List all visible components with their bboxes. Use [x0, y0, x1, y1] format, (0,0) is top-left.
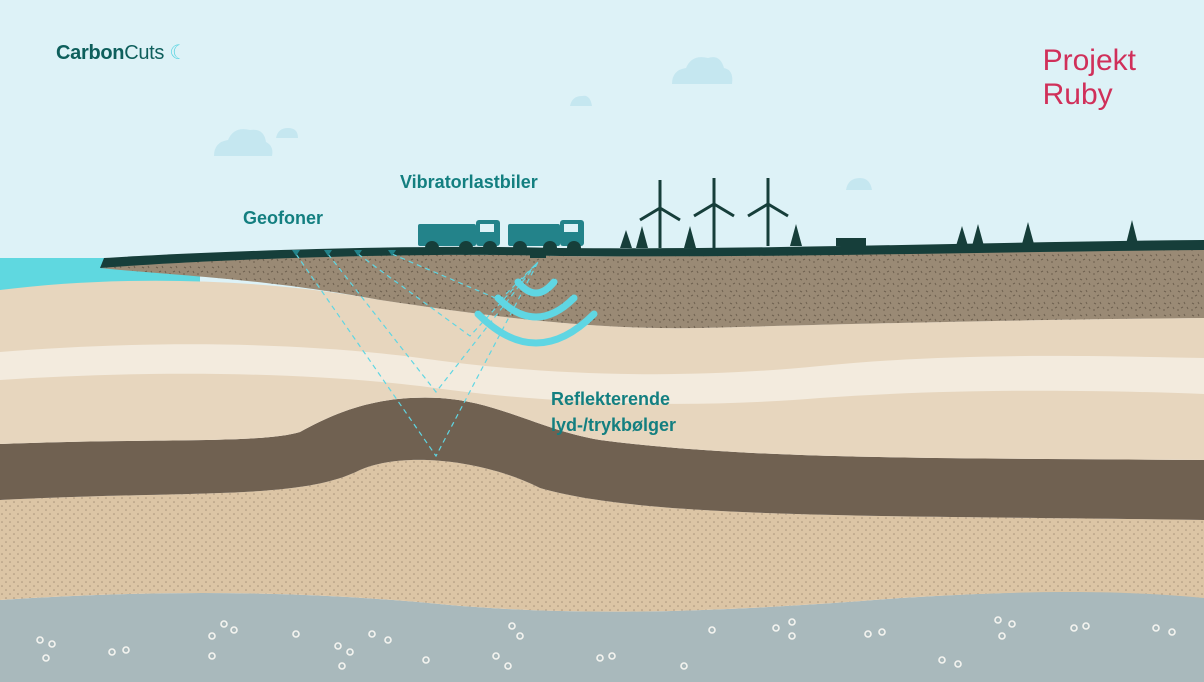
trees [620, 220, 1138, 248]
carboncuts-logo: CarbonCuts ☾ [56, 40, 187, 65]
label-geophones: Geofoner [243, 208, 324, 228]
vibrator-truck-1 [418, 220, 500, 255]
wind-turbines [639, 178, 789, 248]
logo-text-carbon: Carbon [56, 42, 125, 64]
bedrock-pebbles [36, 616, 1176, 670]
sand-layer [0, 280, 1204, 460]
pale-sand-band [0, 344, 1204, 404]
clay-anticline-layer [0, 397, 1204, 520]
vibrator-truck-2 [508, 220, 584, 258]
wave-arcs [474, 278, 598, 347]
geophones [292, 250, 396, 256]
project-title: Projekt Ruby [1043, 44, 1136, 112]
project-title-line2: Ruby [1042, 78, 1113, 111]
wave-icon: ☾ [169, 42, 188, 64]
label-reflecting-waves: Reflekterende lyd-/trykbølger [551, 386, 676, 438]
dotted-sand-layer [0, 459, 1204, 612]
bedrock-layer [0, 590, 1204, 682]
label-vibrator-trucks: Vibratorlastbiler [400, 172, 538, 192]
clouds [214, 57, 872, 190]
label-reflecting-line2: lyd-/trykbølger [551, 415, 677, 435]
ground-surface [100, 240, 1204, 268]
project-title-line1: Projekt [1042, 44, 1136, 77]
label-reflecting-line1: Reflekterende [551, 389, 671, 409]
logo-text-cuts: Cuts [124, 42, 165, 64]
